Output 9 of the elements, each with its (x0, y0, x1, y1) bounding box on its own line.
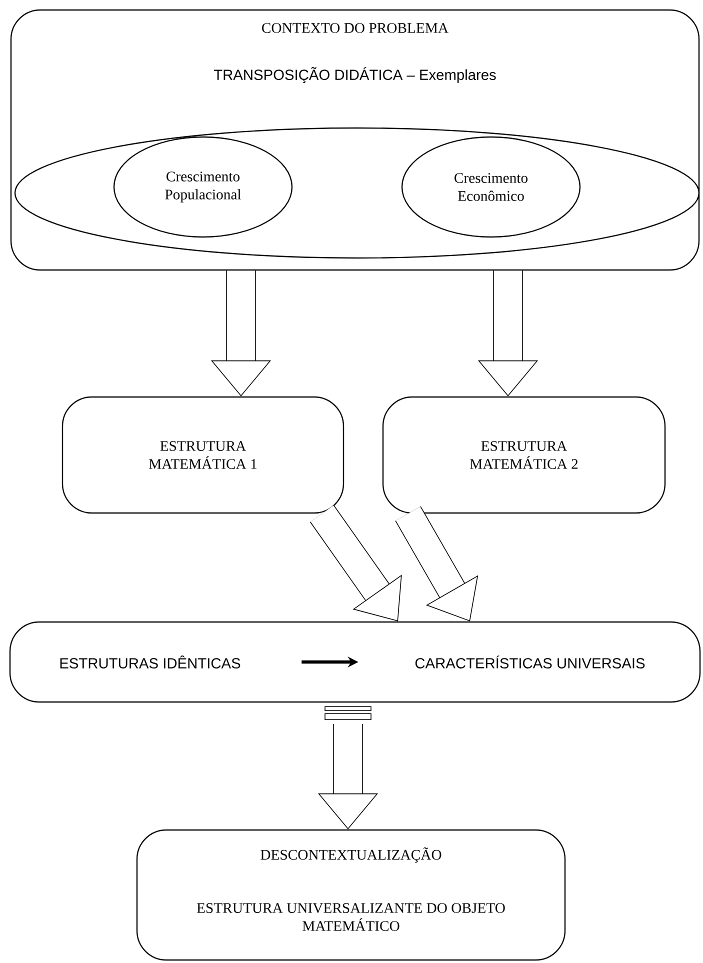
rounded-box (9, 621, 701, 703)
rounded-box: ESTRUTURA MATEMÁTICA 1 (62, 396, 344, 514)
block-arrow (310, 505, 402, 622)
label-text: ESTRUTURAS IDÊNTICAS (60, 656, 240, 668)
label-text: CARACTERÍSTICAS UNIVERSAIS (415, 656, 645, 668)
rounded-box: ESTRUTURA MATEMÁTICA 2 (382, 396, 666, 514)
rounded-box: DESCONTEXTUALIZAÇÃO ESTRUTURA UNIVERSALIZANTE DO OBJETO MATEMÁTICO (136, 829, 566, 961)
ellipse (14, 127, 700, 259)
block-arrow (395, 506, 478, 622)
